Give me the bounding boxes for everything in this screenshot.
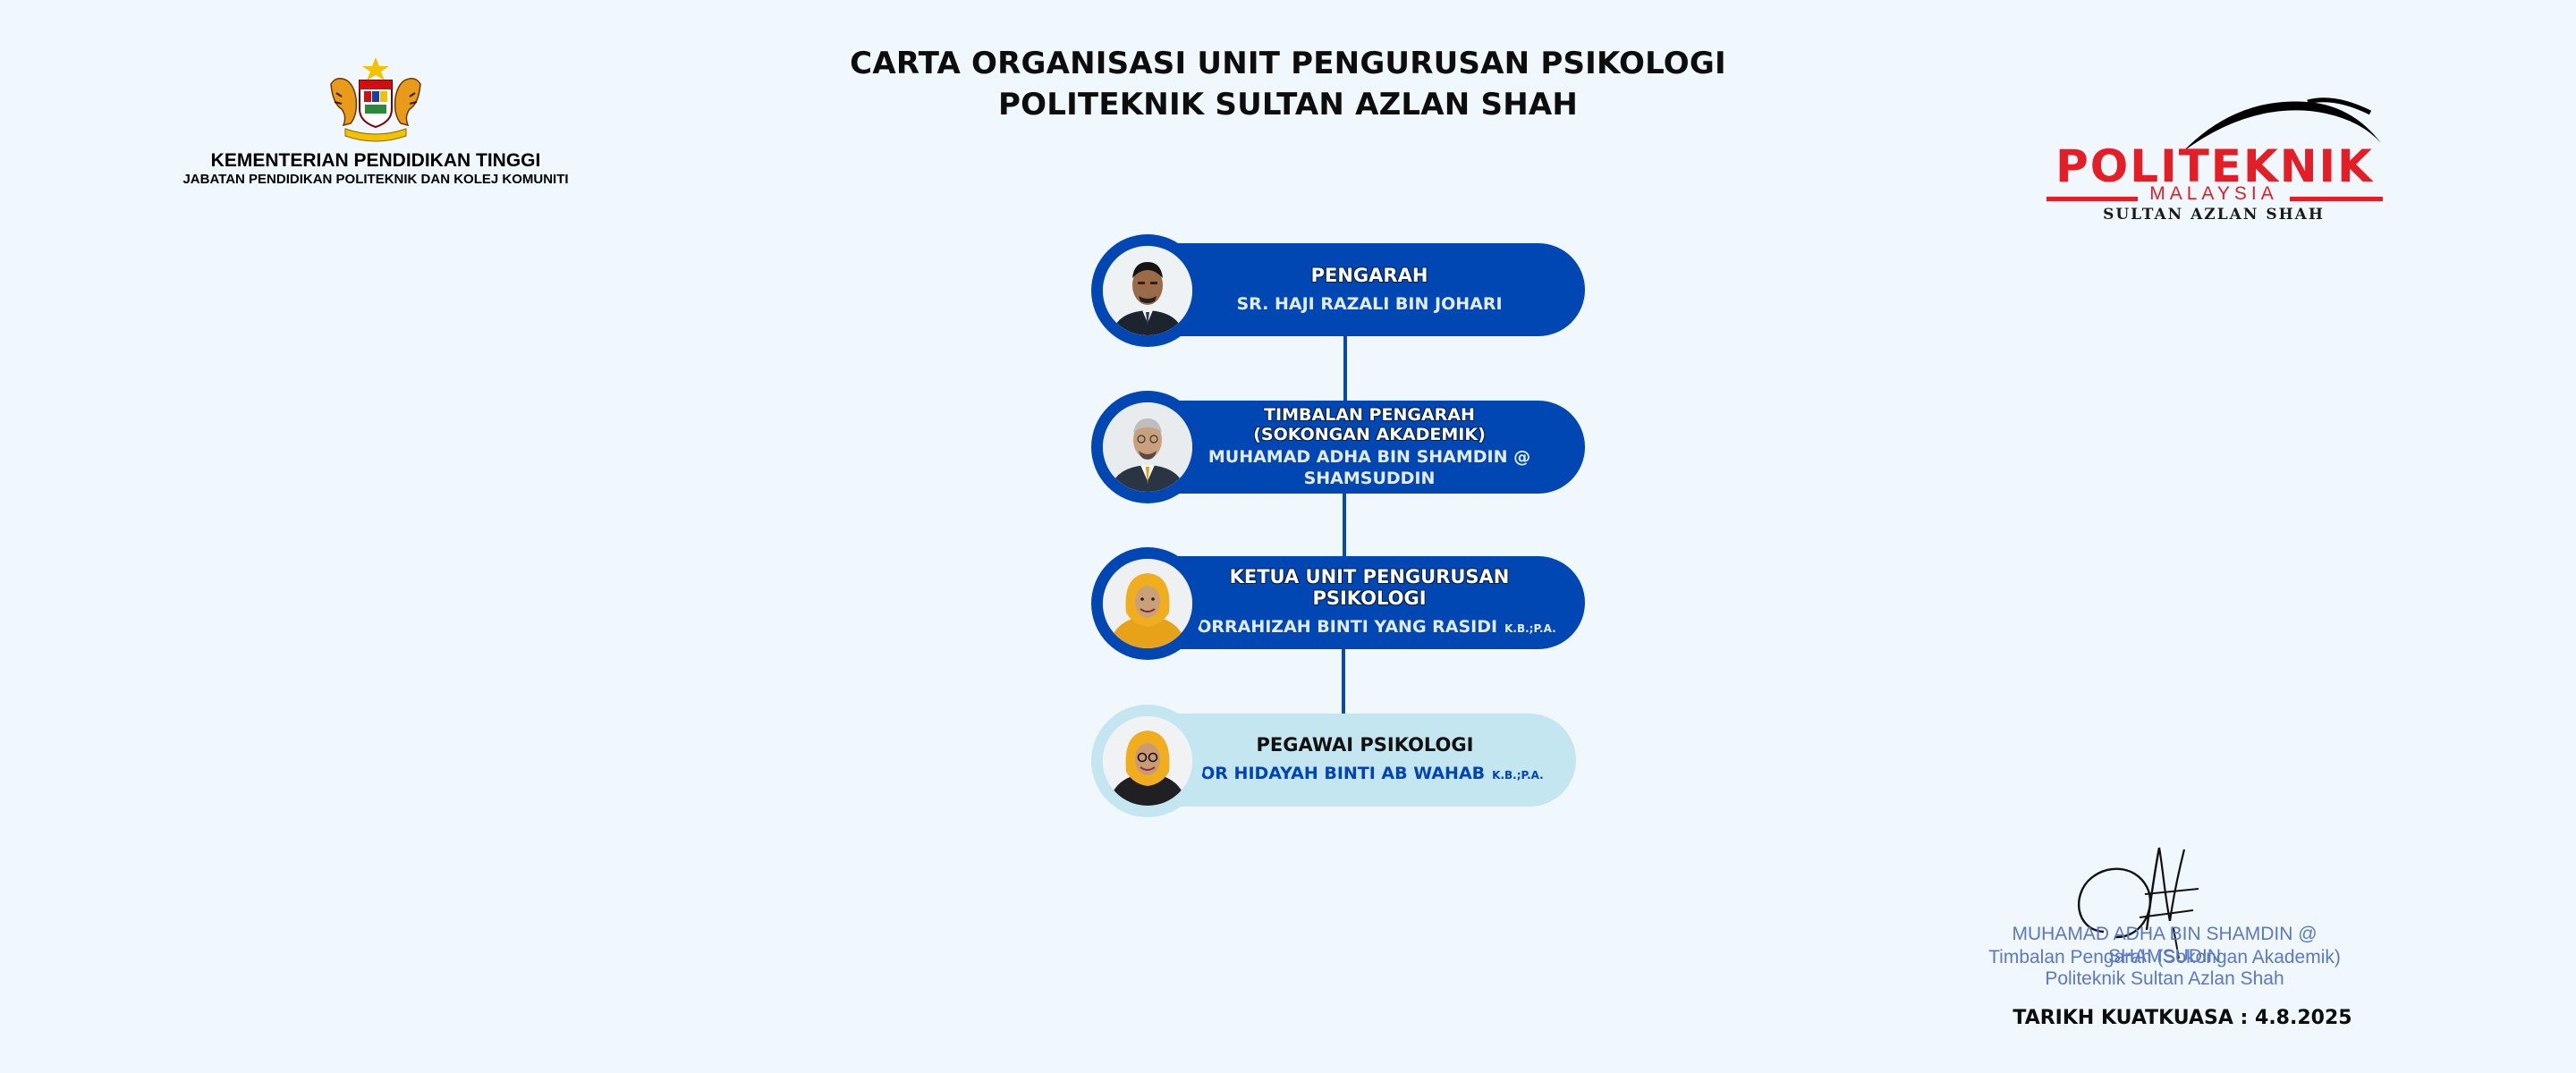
person-photo-icon <box>1103 402 1192 492</box>
node-person-name: NORRAHIZAH BINTI YANG RASIDI <box>1182 617 1498 637</box>
node-person: NORRAHIZAH BINTI YANG RASIDI K.B.;P.A. <box>1182 616 1555 639</box>
node-person-line-2: SHAMSUDDIN <box>1303 469 1436 488</box>
node-ketua-unit: KETUA UNIT PENGURUSAN PSIKOLOGI NORRAHIZ… <box>1118 556 1585 649</box>
signature-block: MUHAMAD ADHA BIN SHAMDIN @ SHAMSUDIN Tim… <box>1968 832 2361 993</box>
node-person: NOR HIDAYAH BINTI AB WAHAB K.B.;P.A. <box>1186 763 1543 786</box>
node-role-line-2: (SOKONGAN AKADEMIK) <box>1253 425 1486 444</box>
coat-of-arms-icon <box>330 57 421 142</box>
avatar-pegawai-psikologi <box>1091 705 1204 817</box>
node-role: KETUA UNIT PENGURUSAN PSIKOLOGI <box>1229 566 1510 609</box>
connector-1 <box>1343 331 1347 402</box>
ministry-department: JABATAN PENDIDIKAN POLITEKNIK DAN KOLEJ … <box>182 172 569 187</box>
logo-country: MALAYSIA <box>2138 184 2290 204</box>
connector-2 <box>1343 488 1346 560</box>
avatar-pengarah <box>1091 234 1204 347</box>
signature-name: MUHAMAD ADHA BIN SHAMDIN @ SHAMSUDIN <box>2012 924 2318 967</box>
ministry-block: KEMENTERIAN PENDIDIKAN TINGGI JABATAN PE… <box>161 54 590 188</box>
avatar-timbalan-pengarah <box>1091 391 1204 503</box>
node-person: SR. HAJI RAZALI BIN JOHARI <box>1236 294 1503 314</box>
node-person-suffix: K.B.;P.A. <box>1504 622 1556 635</box>
node-timbalan-pengarah: TIMBALAN PENGARAH (SOKONGAN AKADEMIK) MU… <box>1118 401 1585 494</box>
signature-institution: Politeknik Sultan Azlan Shah <box>2045 968 2284 989</box>
avatar-ketua-unit <box>1091 547 1204 660</box>
effective-date: TARIKH KUATKUASA : 4.8.2025 <box>2012 1007 2352 1029</box>
politeknik-logo: POLITEKNIK MALAYSIA SULTAN AZLAN SHAH <box>2039 97 2388 231</box>
logo-campus: SULTAN AZLAN SHAH <box>2103 206 2325 224</box>
title-line-2: POLITEKNIK SULTAN AZLAN SHAH <box>997 87 1579 123</box>
node-person-name: NOR HIDAYAH BINTI AB WAHAB <box>1186 764 1486 783</box>
node-role-line-1: TIMBALAN PENGARAH <box>1264 405 1475 425</box>
chart-title: CARTA ORGANISASI UNIT PENGURUSAN PSIKOLO… <box>0 43 2576 125</box>
handwritten-signature <box>2078 847 2199 959</box>
person-photo-icon <box>1103 716 1192 806</box>
signature-title: Timbalan Pengarah (Sokongan Akademik) <box>1988 947 2341 967</box>
logo-swoosh-icon <box>2182 97 2381 152</box>
person-photo-icon <box>1103 559 1192 648</box>
title-line-1: CARTA ORGANISASI UNIT PENGURUSAN PSIKOLO… <box>850 46 1726 81</box>
ministry-name: KEMENTERIAN PENDIDIKAN TINGGI <box>210 150 541 171</box>
person-photo-icon <box>1103 246 1192 335</box>
node-role: PENGARAH <box>1310 265 1428 286</box>
logo-word: POLITEKNIK <box>2055 140 2374 192</box>
node-person-suffix: K.B.;P.A. <box>1492 769 1544 782</box>
node-person-line-1: MUHAMAD ADHA BIN SHAMDIN @ <box>1208 447 1531 467</box>
node-role: PEGAWAI PSIKOLOGI <box>1256 734 1474 756</box>
connector-3 <box>1342 644 1345 717</box>
